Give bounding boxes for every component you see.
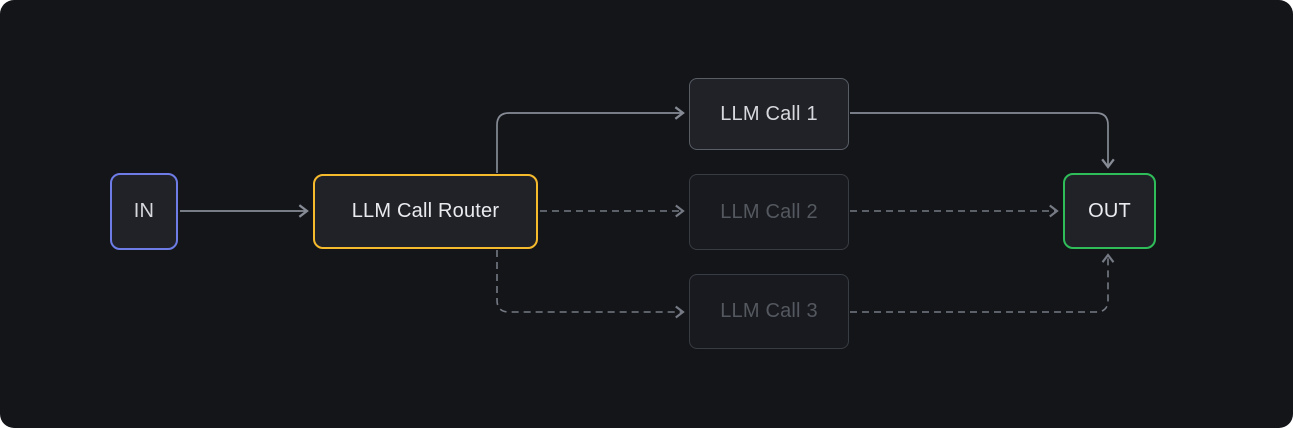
- edge-call1-out: [850, 112, 1115, 169]
- edge-call3-out: [850, 253, 1115, 313]
- edge-router-call1: [496, 106, 685, 173]
- node-router-label: LLM Call Router: [351, 200, 500, 222]
- node-in-label: IN: [133, 200, 155, 222]
- node-llm-call-2[interactable]: LLM Call 2: [689, 174, 849, 250]
- node-in[interactable]: IN: [110, 173, 178, 250]
- node-out[interactable]: OUT: [1063, 173, 1156, 249]
- node-llm-call-1[interactable]: LLM Call 1: [689, 78, 849, 150]
- node-call3-label: LLM Call 3: [720, 300, 818, 322]
- node-llm-call-3[interactable]: LLM Call 3: [689, 274, 849, 349]
- node-call2-label: LLM Call 2: [720, 200, 818, 223]
- node-call1-label: LLM Call 1: [720, 102, 818, 125]
- edge-router-call3: [496, 250, 685, 319]
- node-out-label: OUT: [1088, 199, 1131, 222]
- node-llm-call-router[interactable]: LLM Call Router: [313, 174, 538, 249]
